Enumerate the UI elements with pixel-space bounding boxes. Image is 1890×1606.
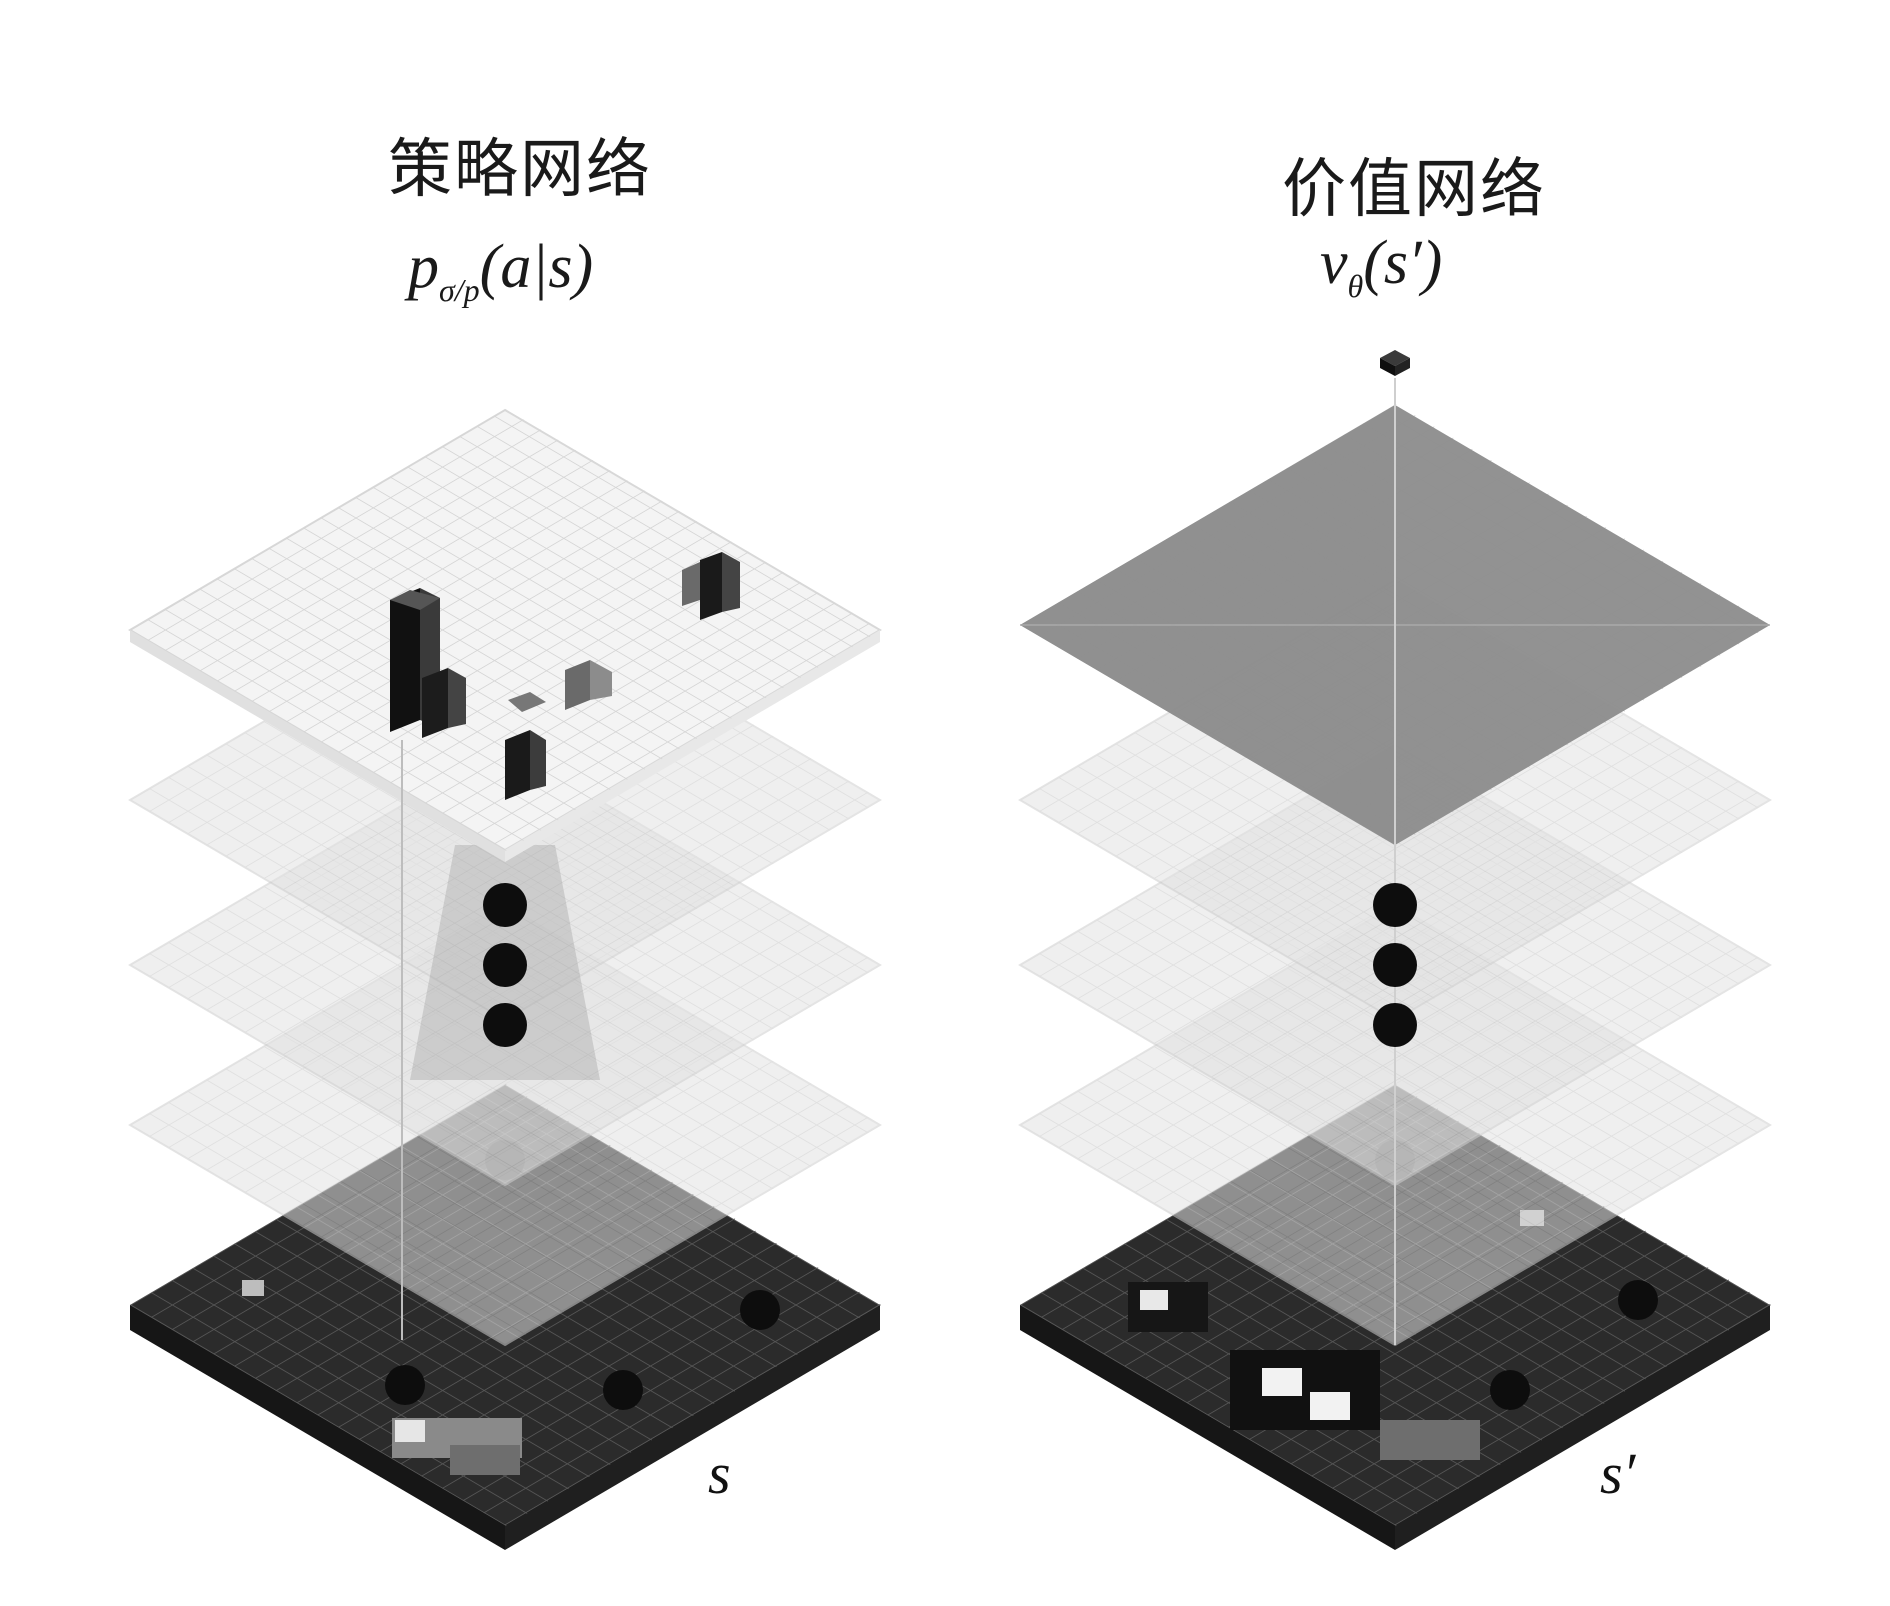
stone-cluster-icon xyxy=(1140,1290,1168,1310)
policy-output-layer xyxy=(128,408,882,862)
ellipsis-dot-icon xyxy=(1373,883,1417,927)
stone-cluster-icon xyxy=(242,1280,264,1296)
go-stone-icon xyxy=(603,1370,643,1410)
policy-formula-base: p xyxy=(408,233,439,301)
stone-cluster-icon xyxy=(450,1445,520,1475)
stone-cluster-icon xyxy=(1310,1392,1350,1420)
probability-bar-icon xyxy=(505,692,546,800)
ellipsis-dot-icon xyxy=(483,943,527,987)
stone-cluster-icon xyxy=(1380,1420,1480,1460)
probability-bar-icon xyxy=(565,660,612,710)
policy-formula-subscript: σ/p xyxy=(439,272,480,308)
policy-formula-argument: (a|s) xyxy=(479,233,594,301)
go-stone-icon xyxy=(740,1290,780,1330)
stone-cluster-icon xyxy=(1230,1350,1380,1430)
go-stone-icon xyxy=(1618,1280,1658,1320)
value-network-title: 价值网络 xyxy=(1282,153,1546,227)
ellipsis-dot-icon xyxy=(1373,1003,1417,1047)
go-stone-icon xyxy=(1490,1370,1530,1410)
stone-cluster-icon xyxy=(1262,1368,1302,1396)
probability-bar-icon xyxy=(390,588,440,732)
value-network xyxy=(1018,350,1772,1550)
ellipsis-dot-icon xyxy=(483,1003,527,1047)
value-formula-subscript: θ xyxy=(1347,268,1364,304)
probability-bar-icon xyxy=(682,552,740,620)
value-output-cube-icon xyxy=(1380,350,1410,376)
ellipsis-dot-icon xyxy=(483,883,527,927)
policy-network-formula: pσ/p(a|s) xyxy=(408,232,593,309)
go-stone-icon xyxy=(385,1365,425,1405)
value-formula-base: v xyxy=(1320,229,1348,297)
value-formula-argument: (s′) xyxy=(1363,229,1443,297)
policy-network-title: 策略网络 xyxy=(388,133,652,207)
probability-bar-icon xyxy=(422,668,466,738)
policy-network xyxy=(128,408,882,1550)
ellipsis-dot-icon xyxy=(1373,943,1417,987)
stone-cluster-icon xyxy=(395,1420,425,1442)
value-state-label: s′ xyxy=(1600,1441,1636,1506)
policy-state-label: s xyxy=(708,1441,731,1506)
value-network-formula: vθ(s′) xyxy=(1320,228,1442,305)
